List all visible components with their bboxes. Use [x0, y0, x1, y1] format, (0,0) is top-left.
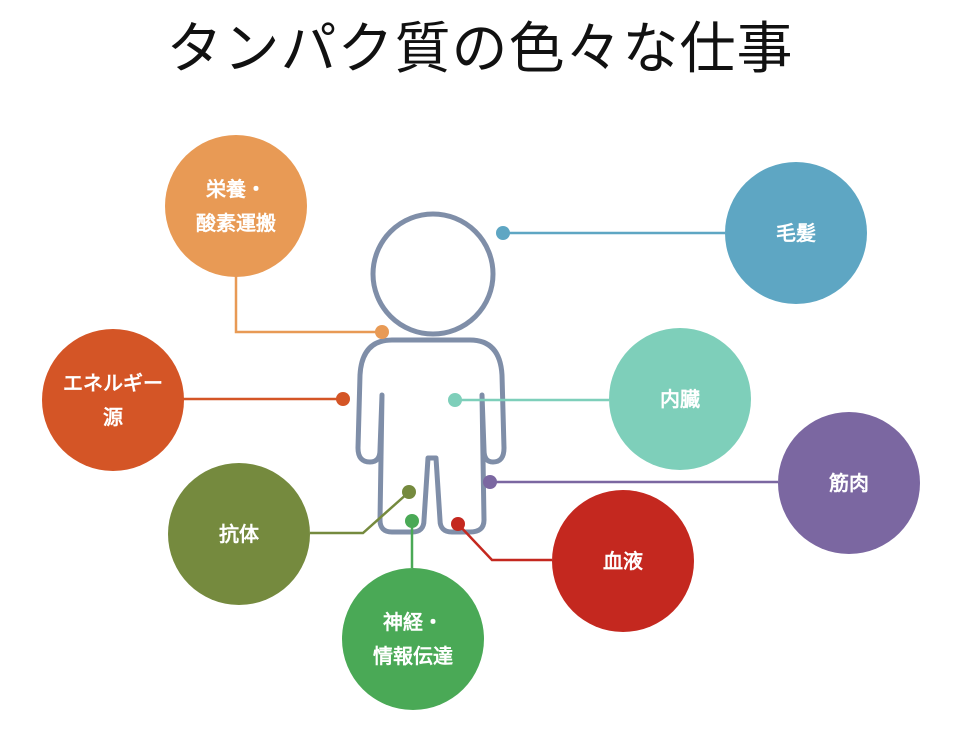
connector-nutrition — [234, 276, 382, 334]
dot-nerve — [405, 514, 419, 528]
bubble-hair: 毛髪 — [725, 162, 867, 304]
bubble-organs: 内臓 — [609, 328, 751, 470]
figure-head — [370, 211, 496, 337]
bubble-nutrition: 栄養・ 酸素運搬 — [165, 135, 307, 277]
dot-energy — [336, 392, 350, 406]
bubble-energy: エネルギー 源 — [42, 329, 184, 471]
connectors — [183, 231, 778, 568]
dot-antibody — [402, 485, 416, 499]
bubble-nerve: 神経・ 情報伝達 — [342, 568, 484, 710]
human-figure-icon — [355, 211, 507, 535]
dot-nutrition — [375, 325, 389, 339]
connector-antibody — [310, 491, 410, 535]
dot-muscle — [483, 475, 497, 489]
anchor-dots — [336, 226, 510, 531]
dot-organs — [448, 393, 462, 407]
bubble-muscle: 筋肉 — [778, 412, 920, 554]
dot-blood — [451, 517, 465, 531]
dot-hair — [496, 226, 510, 240]
connector-blood — [457, 523, 552, 562]
page-title: タンパク質の色々な仕事 — [166, 17, 794, 82]
figure-body — [355, 337, 507, 535]
bubble-antibody: 抗体 — [168, 463, 310, 605]
bubble-blood: 血液 — [552, 490, 694, 632]
